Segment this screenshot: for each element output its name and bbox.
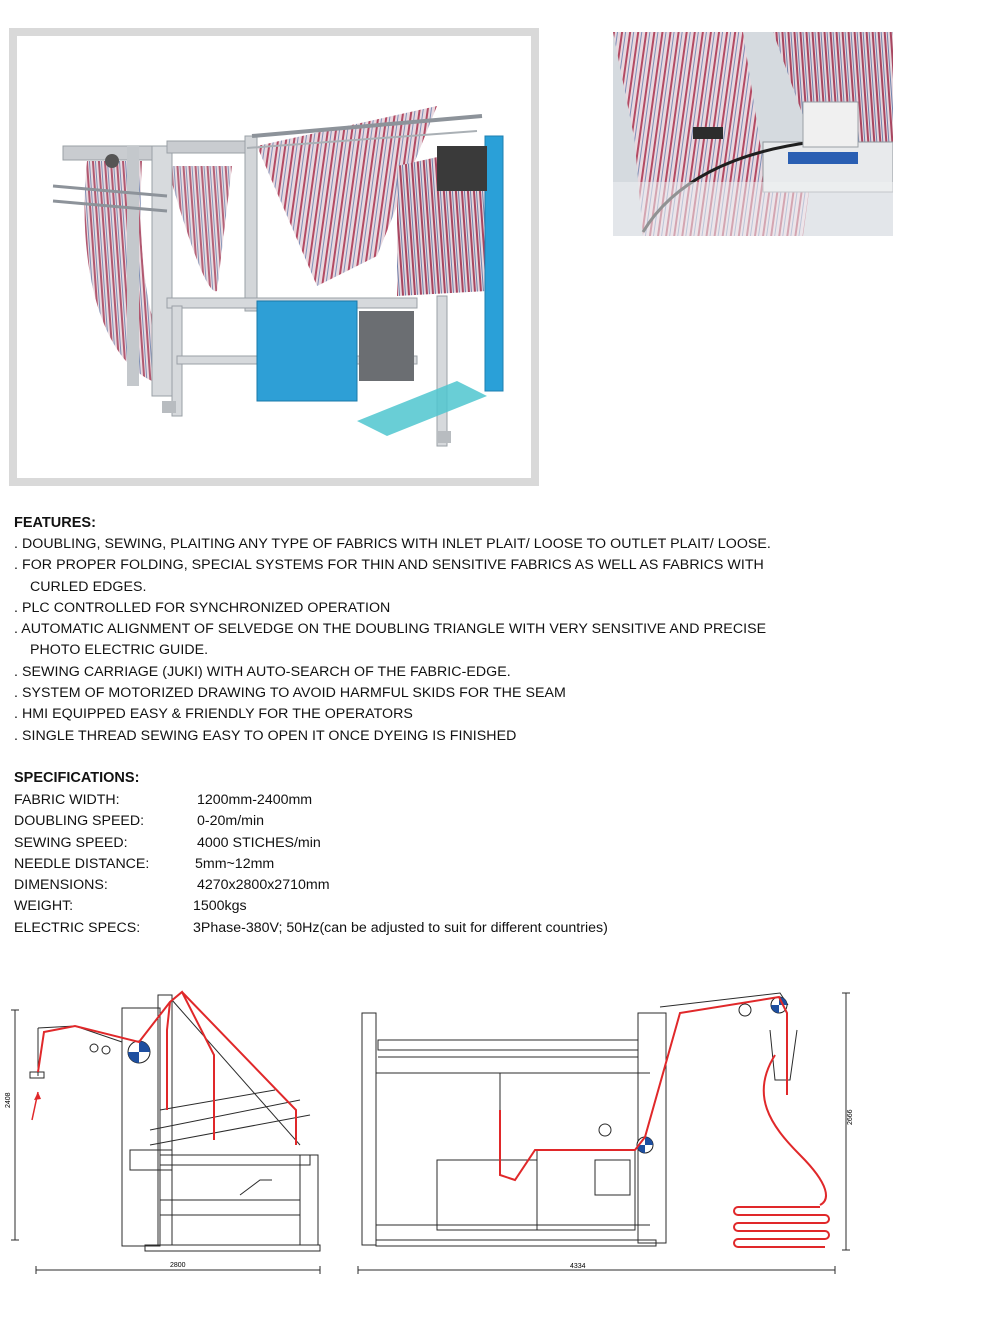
spec-label: NEEDLE DISTANCE:: [14, 855, 150, 872]
spec-value: 5mm~12mm: [195, 855, 275, 872]
spec-value: 1200mm-2400mm: [197, 792, 313, 808]
right-width-label: 4334: [570, 1263, 586, 1270]
front-view-drawing: 2666 4334: [357, 992, 854, 1274]
spec-label: SEWING SPEED:: [14, 834, 128, 851]
feature-line: . SYSTEM OF MOTORIZED DRAWING TO AVOID H…: [14, 685, 566, 702]
right-height-label: 2666: [847, 1109, 854, 1125]
features-heading: FEATURES:: [14, 515, 96, 531]
side-view-drawing: 2408 2800: [5, 990, 321, 1274]
spec-label: DOUBLING SPEED:: [14, 813, 145, 830]
feature-line: . SEWING CARRIAGE (JUKI) WITH AUTO-SEARC…: [14, 663, 511, 680]
feature-line: . PLC CONTROLLED FOR SYNCHRONIZED OPERAT…: [14, 599, 391, 616]
plaited-fabric-stack: [733, 1206, 830, 1248]
spec-value: 1500kgs: [193, 898, 247, 915]
roller-group: [89, 1040, 151, 1064]
features-list: . DOUBLING, SEWING, PLAITING ANY TYPE OF…: [14, 536, 771, 749]
machine-illustration: [52, 106, 504, 447]
spec-label: ELECTRIC SPECS:: [14, 919, 141, 936]
left-width-label: 2800: [170, 1262, 186, 1269]
spec-value: 3Phase-380V; 50Hz(can be adjusted to sui…: [193, 919, 608, 936]
feature-line: . DOUBLING, SEWING, PLAITING ANY TYPE OF…: [14, 536, 771, 552]
spec-label: FABRIC WIDTH:: [14, 792, 120, 808]
feature-line: . SINGLE THREAD SEWING EASY TO OPEN IT O…: [14, 727, 517, 744]
feature-line: . HMI EQUIPPED EASY & FRIENDLY FOR THE O…: [14, 706, 413, 723]
spec-value: 4270x2800x2710mm: [197, 877, 330, 894]
roller-group: [636, 996, 788, 1154]
feature-line: . AUTOMATIC ALIGNMENT OF SELVEDGE ON THE…: [14, 621, 767, 638]
feature-line: CURLED EDGES.: [14, 578, 147, 595]
spec-label: DIMENSIONS:: [14, 877, 108, 894]
sewing-head-illustration: [613, 32, 893, 236]
sewing-head-photo: [613, 32, 893, 236]
feature-line: . FOR PROPER FOLDING, SPECIAL SYSTEMS FO…: [14, 557, 764, 574]
spec-value: 0-20m/min: [197, 813, 265, 830]
main-machine-photo: [9, 28, 539, 486]
spec-label: WEIGHT:: [14, 898, 74, 915]
specifications-heading: SPECIFICATIONS:: [14, 770, 140, 786]
spec-value: 4000 STICHES/min: [197, 834, 321, 851]
feature-line: PHOTO ELECTRIC GUIDE.: [14, 642, 209, 659]
left-height-label: 2408: [5, 1092, 12, 1108]
